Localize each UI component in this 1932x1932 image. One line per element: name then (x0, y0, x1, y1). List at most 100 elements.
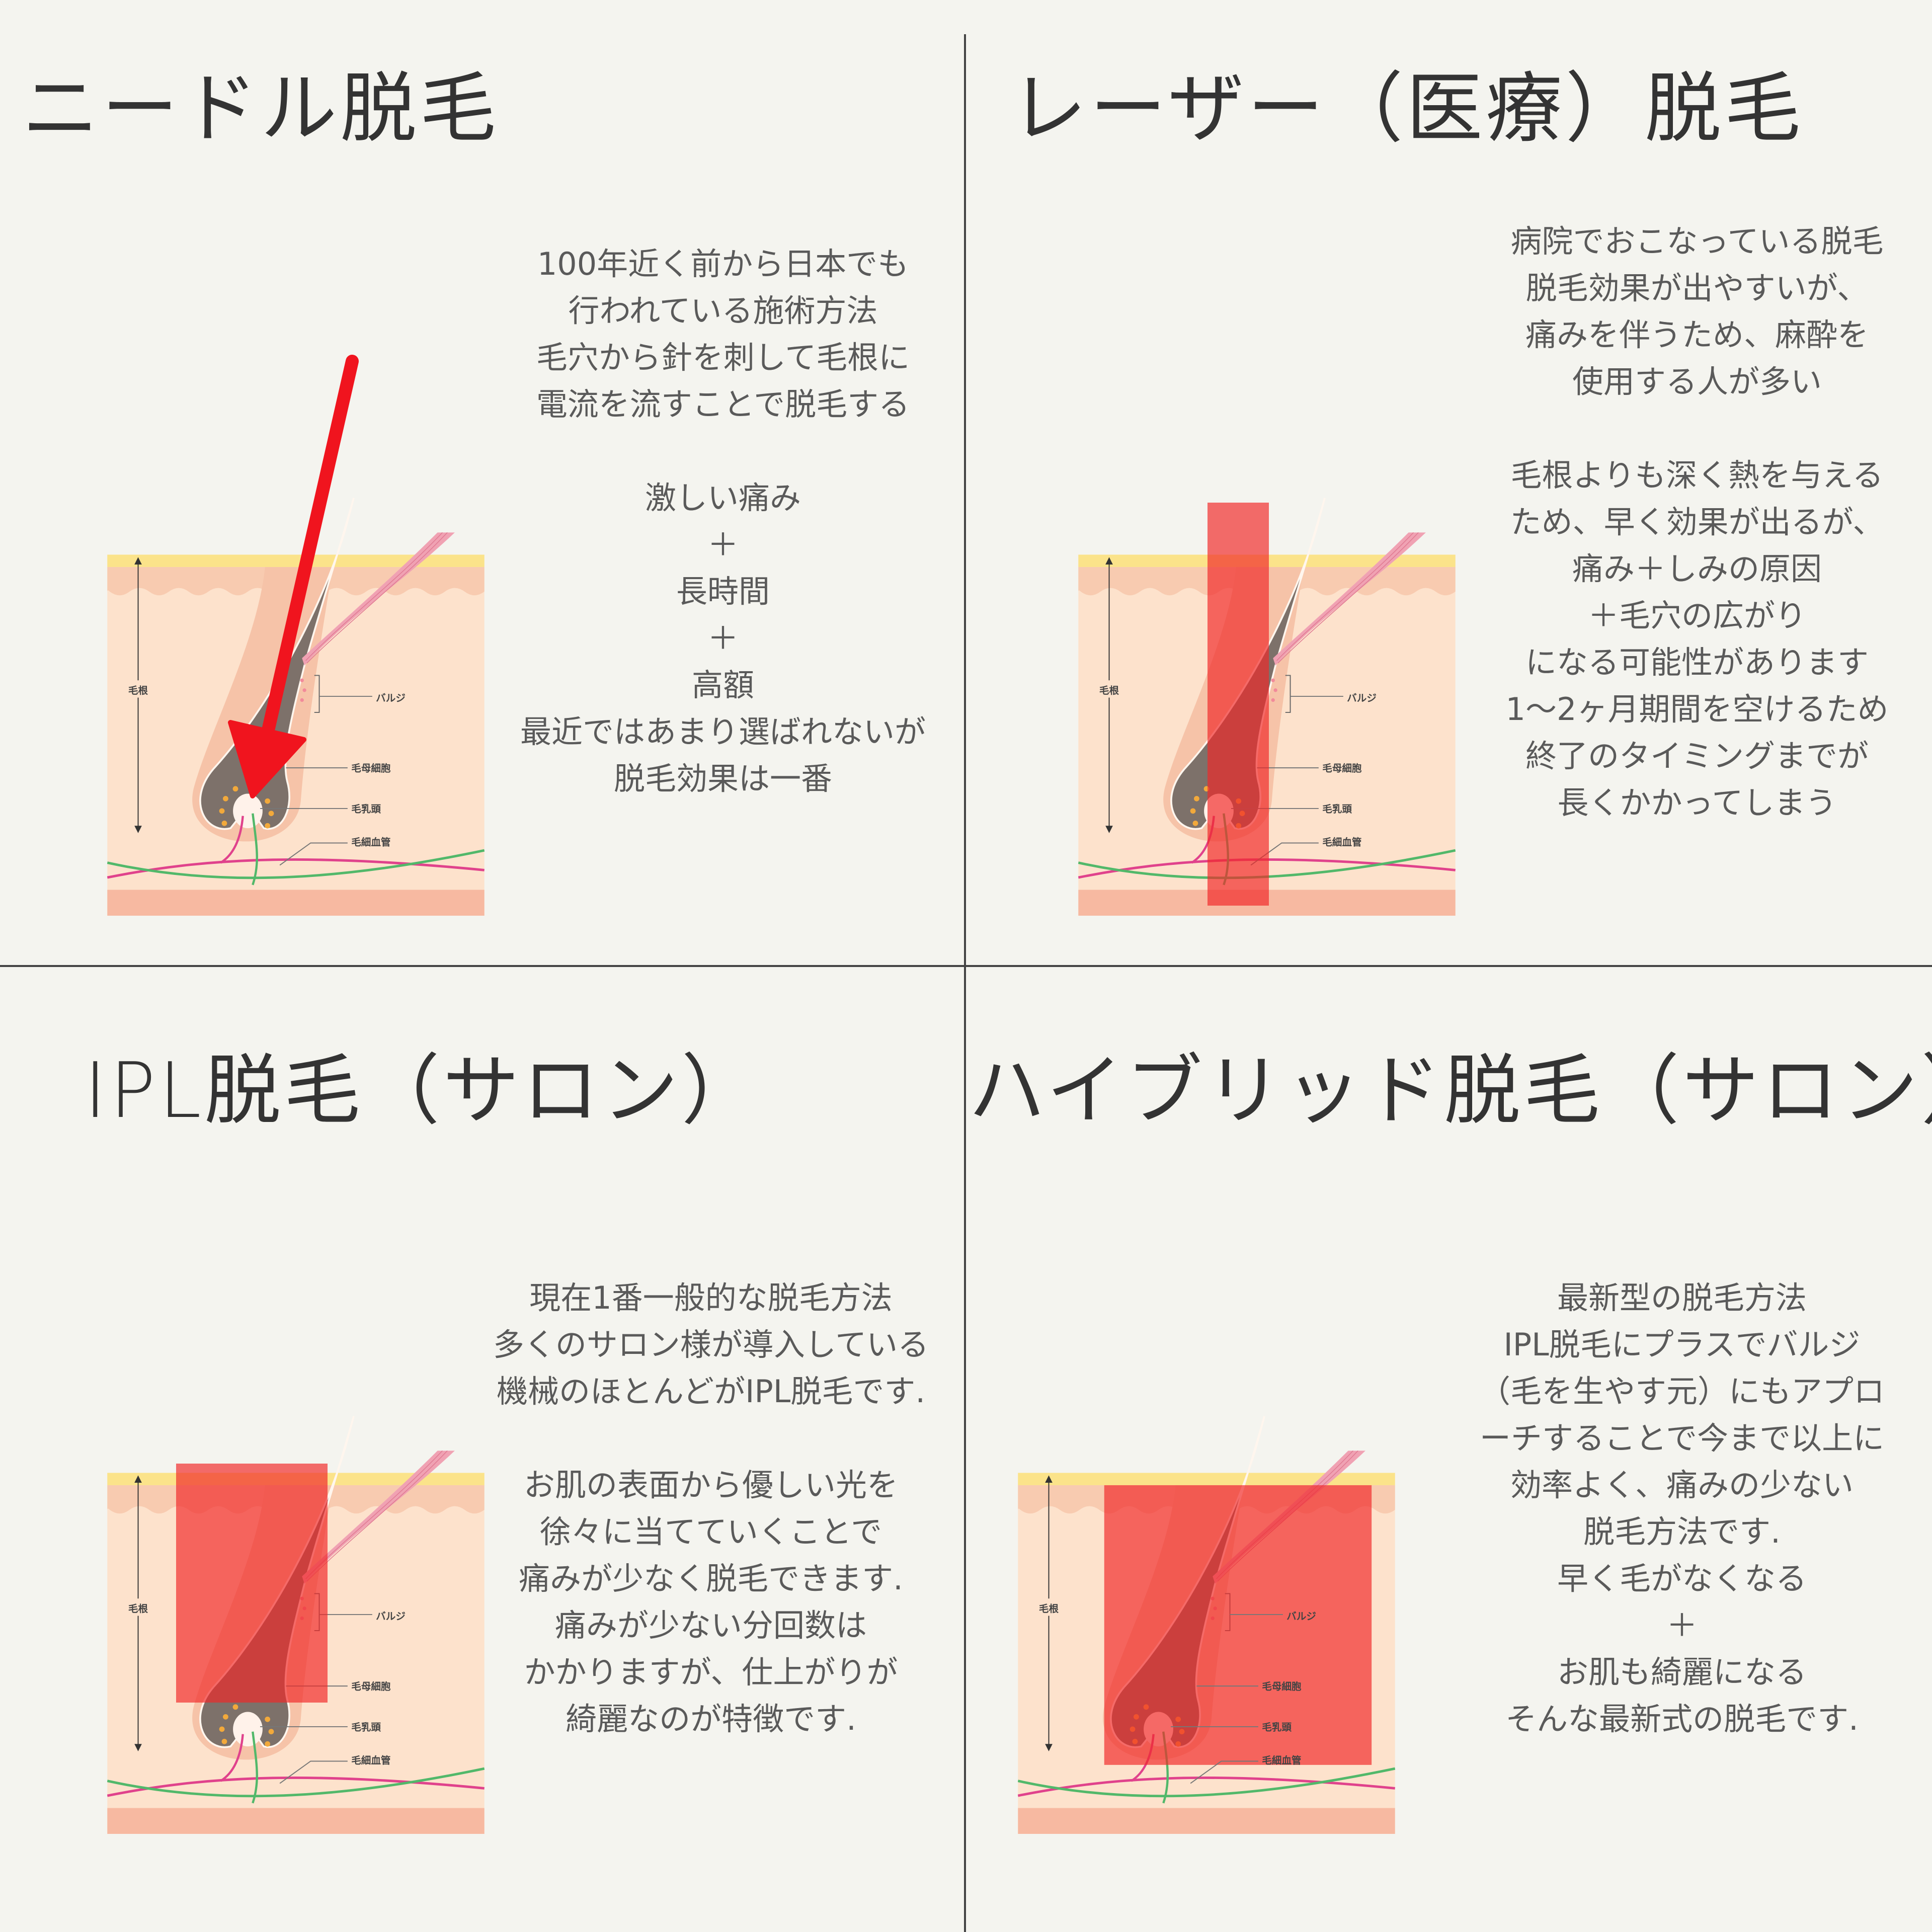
text-line: 綺麗なのが特徴です. (566, 1701, 856, 1737)
label-root: 毛根 (1039, 1603, 1059, 1615)
text-line: ため、早く効果が出るが、 (1510, 504, 1884, 540)
subcutis-band (107, 1808, 485, 1834)
text-line: 脱毛効果は一番 (613, 760, 833, 797)
text-line: 最近ではあまり選ばれないが (520, 713, 926, 750)
text-line: 激しい痛み (645, 479, 801, 516)
label-matrix: 毛母細胞 (1262, 1680, 1302, 1692)
text-line: 行われている施術方法 (568, 292, 878, 329)
subcutis-band (1018, 1808, 1395, 1834)
label-matrix: 毛母細胞 (1322, 762, 1362, 774)
root-length-arrow (127, 557, 149, 833)
description-needle: 100年近く前から日本でも行われている施術方法毛穴から針を刺して毛根に電流を流す… (520, 240, 926, 802)
description-ipl: 現在1番一般的な脱毛方法多くのサロン様が導入している機械のほとんどがIPL脱毛で… (493, 1274, 929, 1742)
dermal-papilla (233, 793, 263, 829)
text-line: IPL脱毛にプラスでバルジ (1503, 1326, 1861, 1363)
text-line: 痛み＋しみの原因 (1572, 550, 1822, 587)
text-line: 効率よく、痛みの少ない (1510, 1467, 1854, 1503)
subcutis-band (107, 890, 485, 916)
text-line: 電流を流すことで脱毛する (536, 386, 910, 423)
text-line: 早く毛がなくなる (1557, 1560, 1807, 1597)
text-line: 痛みが少なく脱毛できます. (519, 1560, 903, 1597)
overlay-slot (1104, 1485, 1372, 1765)
text-line (493, 1415, 929, 1462)
label-root: 毛根 (128, 685, 148, 696)
text-line: 100年近く前から日本でも (537, 246, 909, 282)
text-line: ーチすることで今まで以上に (1479, 1420, 1885, 1457)
blood-vessel-vein (107, 849, 485, 879)
label-bulge: バルジ (376, 692, 406, 704)
bulge-cells (1271, 678, 1277, 702)
hair-follicle-illustration: 毛根 バルジ 毛母細胞 毛乳頭 毛細血管 (107, 498, 485, 916)
blood-vessel-vein (1018, 1767, 1395, 1798)
hair-diagram-hybrid: 毛根 バルジ 毛母細胞 毛乳頭 毛細血管 (1018, 1411, 1395, 1834)
text-line: 機械のほとんどがIPL脱毛です. (496, 1373, 926, 1410)
text-line: 使用する人が多い (1572, 363, 1822, 400)
label-leader-lines (1170, 1614, 1283, 1784)
label-papilla: 毛乳頭 (1262, 1721, 1292, 1733)
text-line: お肌も綺麗になる (1557, 1654, 1807, 1691)
capillary-green (252, 813, 258, 886)
title-needle: ニードル脱毛 (22, 64, 499, 153)
text-line: 最新型の脱毛方法 (1557, 1279, 1807, 1316)
hair-follicle-illustration: 毛根 バルジ 毛母細胞 毛乳頭 毛細血管 (1018, 1416, 1395, 1834)
arrector-pili-muscle (1273, 532, 1426, 666)
hair-diagram-needle: 毛根 バルジ 毛母細胞 毛乳頭 毛細血管 (107, 493, 485, 916)
root-length-arrow (127, 1475, 149, 1751)
vertical-divider (964, 34, 966, 1932)
text-line: 脱毛効果が出やすいが、 (1525, 270, 1869, 306)
text-line: ＋ (1666, 1607, 1698, 1644)
text-line: 高額 (691, 667, 755, 703)
text-line: 1〜2ヶ月期間を空けるため (1505, 691, 1889, 728)
text-line: 毛穴から針を刺して毛根に (536, 339, 910, 376)
root-length-arrow (1098, 557, 1120, 833)
label-capillary: 毛細血管 (351, 1754, 390, 1766)
label-root: 毛根 (1099, 685, 1119, 696)
label-papilla: 毛乳頭 (1322, 803, 1352, 815)
text-line: 現在1番一般的な脱毛方法 (529, 1279, 893, 1316)
label-bulge: バルジ (1347, 692, 1377, 704)
blood-vessel-vein (107, 1767, 485, 1798)
horizontal-divider (0, 965, 1932, 967)
bulge-bracket (1285, 675, 1291, 713)
label-capillary: 毛細血管 (351, 836, 390, 848)
matrix-cells (219, 1704, 274, 1747)
label-bulge: バルジ (376, 1611, 406, 1622)
capillary-pink (220, 1734, 244, 1782)
label-capillary: 毛細血管 (1322, 836, 1361, 848)
text-line (520, 428, 926, 474)
hybrid-light-overlay (1104, 1485, 1372, 1765)
label-root: 毛根 (128, 1603, 148, 1615)
text-line: 脱毛方法です. (1583, 1513, 1781, 1550)
title-laser: レーザー（医療）脱毛 (1010, 64, 1804, 153)
text-line: かかりますが、仕上がりが (524, 1654, 898, 1691)
text-line: ＋ (707, 526, 739, 563)
text-line: 毛根よりも深く熱を与える (1510, 457, 1884, 494)
text-line (1506, 405, 1889, 452)
text-line: お肌の表面から優しい光を (523, 1467, 899, 1503)
text-line: 多くのサロン様が導入している (493, 1326, 929, 1363)
description-laser: 病院でおこなっている脱毛脱毛効果が出やすいが、痛みを伴うため、麻酔を使用する人が… (1506, 218, 1889, 826)
label-matrix: 毛母細胞 (351, 762, 391, 774)
text-line: 終了のタイミングまでが (1525, 738, 1869, 774)
text-line: 長時間 (676, 573, 770, 610)
text-line: 長くかかってしまう (1557, 784, 1837, 821)
description-hybrid: 最新型の脱毛方法 IPL脱毛にプラスでバルジ （毛を生やす元）にもアプローチすること… (1479, 1274, 1885, 1742)
laser-beam-overlay (1208, 503, 1269, 906)
root-length-arrow (1037, 1475, 1060, 1751)
arrector-pili-muscle (302, 1451, 455, 1584)
label-papilla: 毛乳頭 (351, 803, 381, 815)
text-line: ＋毛穴の広がり (1587, 597, 1806, 634)
arrector-pili-muscle (1213, 1451, 1365, 1584)
title-hybrid: ハイブリッド脱毛（サロン） (969, 1046, 1932, 1135)
label-bulge: バルジ (1286, 1611, 1316, 1622)
text-line: 痛みが少ない分回数は (554, 1607, 867, 1644)
text-line: 徐々に当てていくことで (539, 1513, 882, 1550)
text-line: （毛を生やす元）にもアプロ (1479, 1373, 1885, 1410)
title-ipl: IPL脱毛（サロン） (84, 1046, 761, 1135)
capillary-green (252, 1731, 258, 1804)
ipl-light-overlay (176, 1464, 328, 1703)
arrector-pili-muscle (302, 532, 455, 666)
label-capillary: 毛細血管 (1262, 1754, 1301, 1766)
muscle-fibers (1276, 532, 1419, 664)
text-line: ＋ (707, 620, 739, 657)
